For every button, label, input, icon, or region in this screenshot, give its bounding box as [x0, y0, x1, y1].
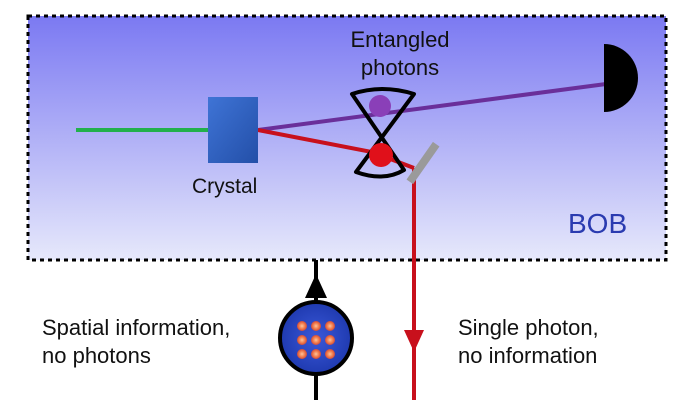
spatial-label-line2: no photons — [42, 342, 151, 368]
red-photon — [369, 143, 393, 167]
crystal-label: Crystal — [192, 175, 258, 198]
crystal-icon — [208, 97, 258, 163]
spatial-image-icon — [278, 300, 354, 376]
single-label-line2: no information — [458, 342, 598, 368]
entangled-label-line2: photons — [360, 54, 440, 80]
spatial-arrowhead — [305, 274, 327, 298]
spatial-info-label: Spatial information, no photons — [42, 314, 230, 369]
signal-beam — [257, 82, 607, 132]
mirror-icon — [406, 141, 440, 185]
spatial-label-line1: Spatial information, — [42, 315, 231, 340]
detector-icon — [604, 44, 638, 112]
bob-label: BOB — [568, 208, 628, 239]
entangled-photons-label: Entangled photons — [325, 26, 475, 81]
entangled-photons-icon — [350, 87, 416, 179]
entangled-label-line1: Entangled — [350, 27, 450, 52]
idler-arrowhead — [404, 330, 424, 352]
bob-region — [26, 14, 668, 262]
purple-photon — [369, 95, 391, 117]
single-label-line1: Single photon, — [458, 315, 599, 340]
single-photon-label: Single photon, no information — [458, 314, 599, 369]
